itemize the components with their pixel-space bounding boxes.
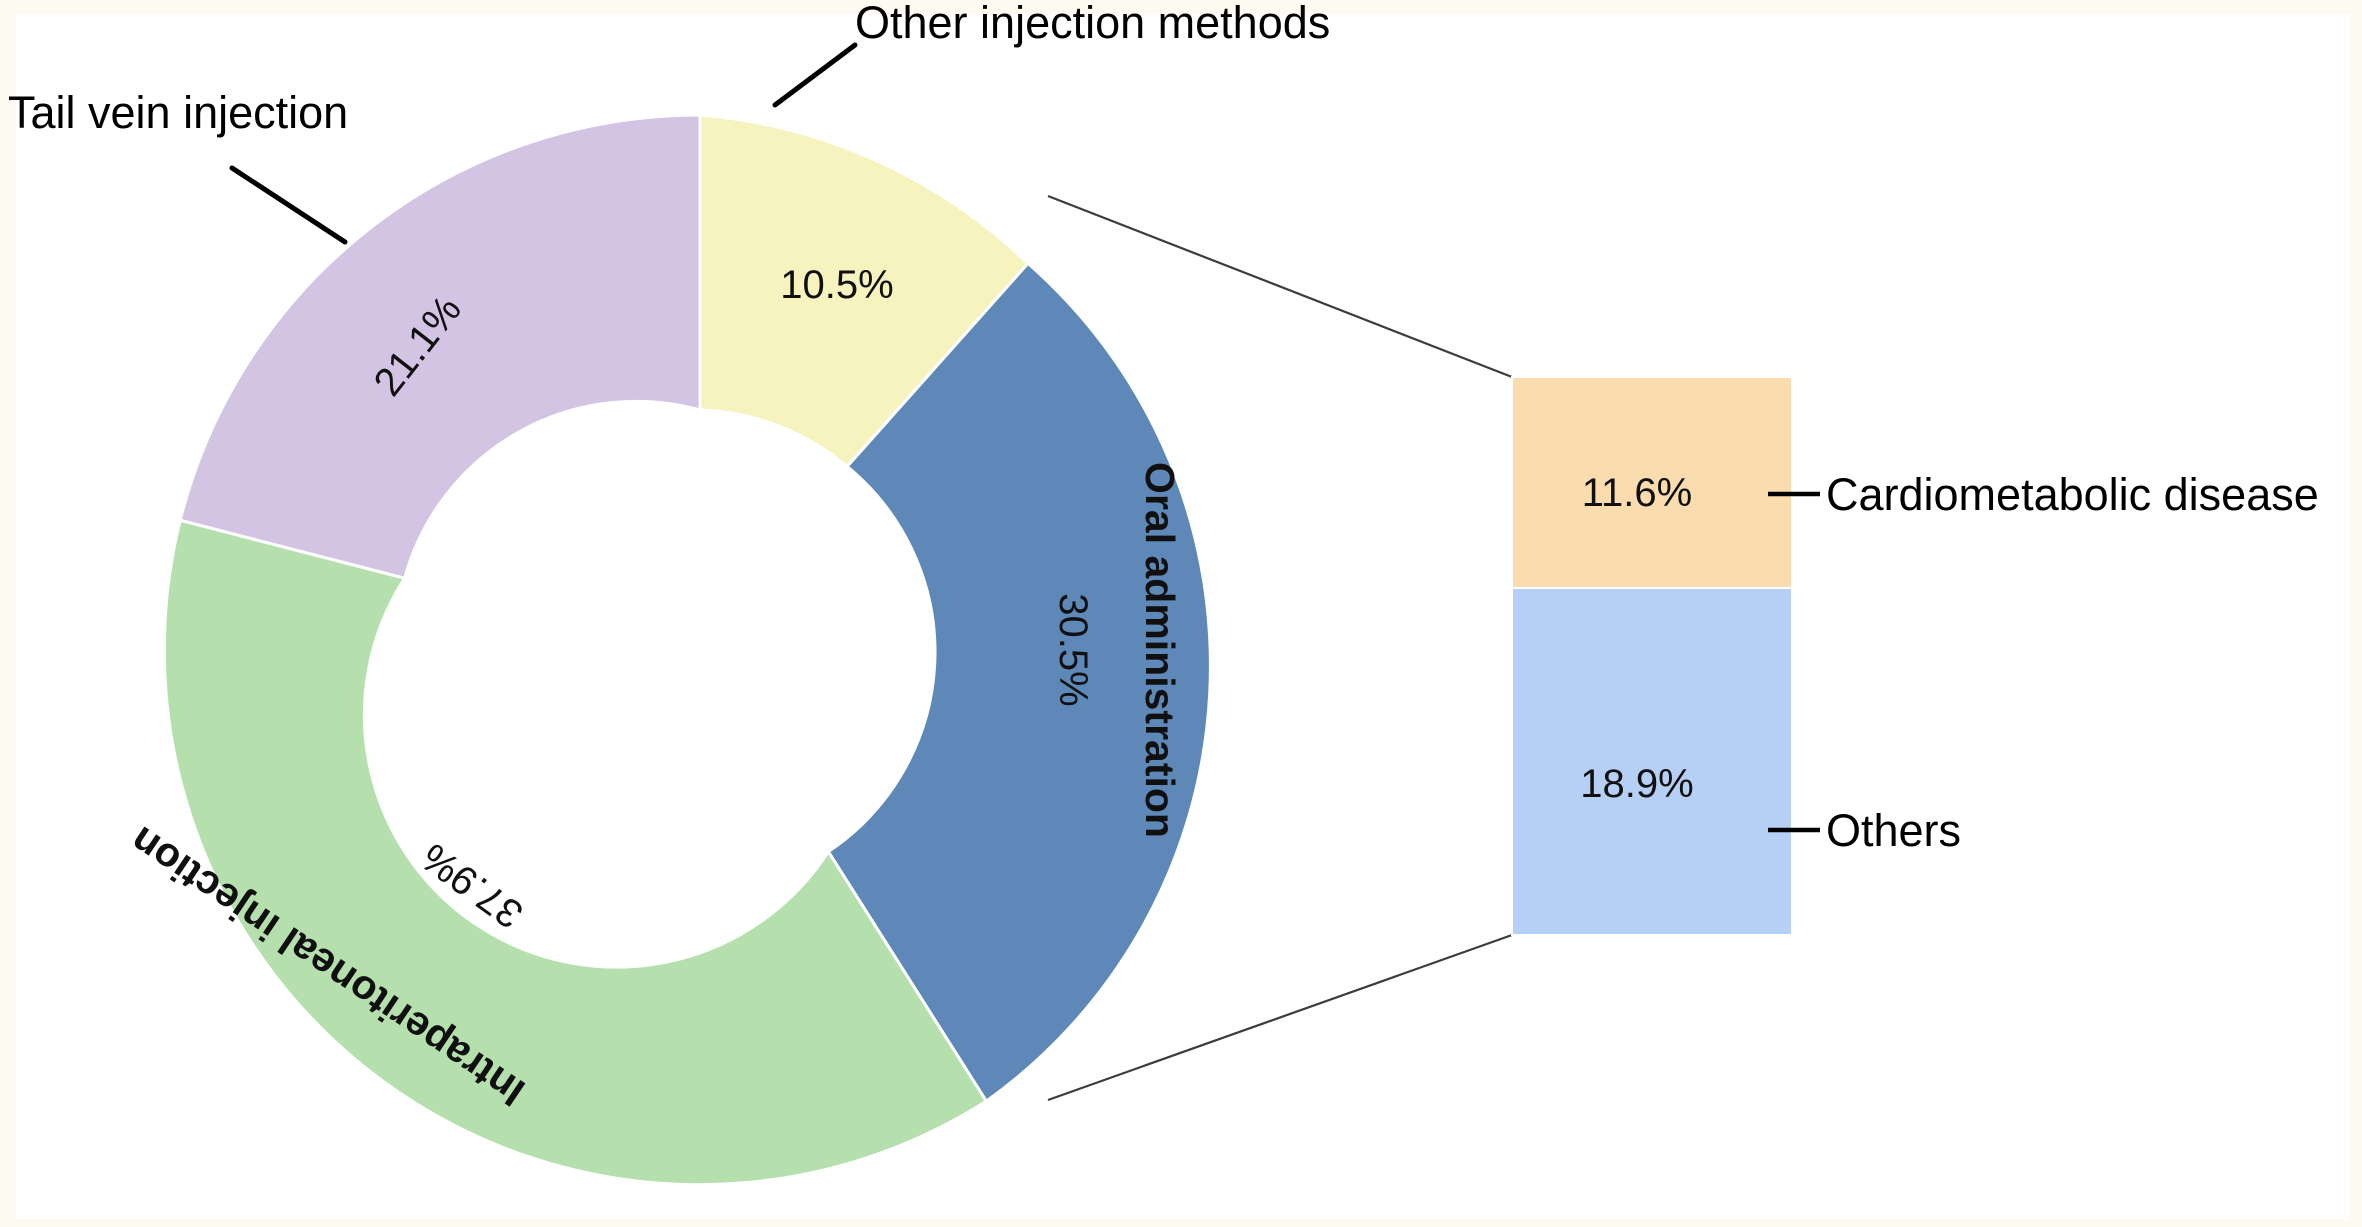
donut-label-oral-administration: Oral administration: [1137, 462, 1183, 838]
donut-slice-tail-vein-injection[interactable]: [178, 113, 702, 581]
bar-segment-others[interactable]: [1511, 587, 1793, 936]
bar-label-cardiometabolic-disease: Cardiometabolic disease: [1826, 469, 2319, 520]
donut-slice-other-injection-methods[interactable]: [698, 113, 1031, 469]
outer-label-other-injection-methods: Other injection methods: [855, 0, 1330, 48]
bar-pct-others: 18.9%: [1580, 762, 1693, 806]
bar-pct-cardiometabolic-disease: 11.6%: [1582, 471, 1692, 515]
bar-label-others: Others: [1826, 805, 1961, 856]
donut-pct-other-injection-methods: 10.5%: [780, 263, 893, 307]
callout-line-other-injection-methods: [772, 42, 858, 108]
donut-slice-intraperitoneal-injection[interactable]: [162, 518, 989, 1187]
donut-slice-oral-administration[interactable]: [826, 261, 1212, 1104]
breakout-connector-top: [1047, 194, 1513, 379]
breakout-connector-bottom: [1047, 933, 1513, 1102]
donut-pct-oral-administration: 30.5%: [1051, 593, 1095, 706]
bar-segment-cardiometabolic-disease[interactable]: [1511, 376, 1793, 589]
outer-label-tail-vein-injection: Tail vein injection: [8, 87, 348, 138]
callout-line-tail-vein-injection: [229, 165, 348, 245]
